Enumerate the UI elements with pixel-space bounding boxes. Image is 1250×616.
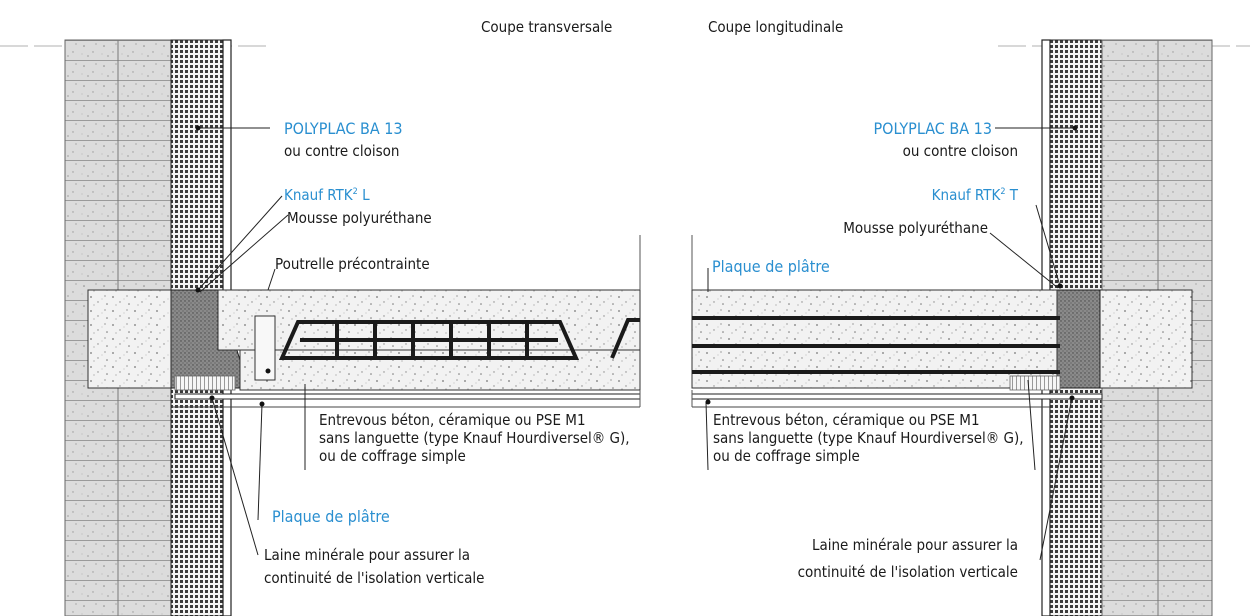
left-label-entrevous-2: sans languette (type Knauf Hourdiversel®… [319,429,630,447]
left-label-laine-2: continuité de l'isolation verticale [264,569,485,587]
right-label-laine-2: continuité de l'isolation verticale [797,563,1018,581]
right-label-plaque: Plaque de plâtre [712,257,830,276]
heading-coupe-longitudinale: Coupe longitudinale [708,18,844,36]
left-label-laine-1: Laine minérale pour assurer la [264,546,471,564]
heading-coupe-transversale: Coupe transversale [481,18,613,36]
right-label-knauf-rtk: Knauf RTK2 T [931,186,1018,204]
right-laine-strip [1009,375,1061,391]
right-label-entrevous-3: ou de coffrage simple [713,447,860,465]
left-ring-beam [87,289,184,389]
right-label-mousse: Mousse polyuréthane [843,219,988,237]
leader-lines [197,127,1075,561]
left-label-knauf-rtk: Knauf RTK2 L [284,186,370,204]
right-plaque-platre [691,393,1103,400]
left-entrevous-block [278,320,580,360]
right-label-polyplac: POLYPLAC BA 13 [873,119,992,138]
left-floor [87,235,641,408]
left-label-polyplac: POLYPLAC BA 13 [284,119,403,138]
left-label-entrevous-3: ou de coffrage simple [319,447,466,465]
right-ring-beam [1099,289,1193,389]
left-label-mousse: Mousse polyuréthane [287,209,432,227]
right-label-entrevous-1: Entrevous béton, céramique ou PSE M1 [713,411,980,429]
right-label-laine-1: Laine minérale pour assurer la [811,536,1018,554]
left-label-plaque: Plaque de plâtre [272,507,390,526]
left-poutrelle [254,315,276,381]
left-plaque-platre [174,393,641,400]
left-laine-strip [174,375,236,391]
leader-dots [195,125,1078,407]
right-label-entrevous-2: sans languette (type Knauf Hourdiversel®… [713,429,1024,447]
left-label-entrevous-1: Entrevous béton, céramique ou PSE M1 [319,411,586,429]
right-label-contre-cloison: ou contre cloison [902,142,1018,160]
right-floor [691,235,1193,408]
left-label-poutrelle: Poutrelle précontrainte [275,255,430,273]
left-label-contre-cloison: ou contre cloison [284,142,400,160]
